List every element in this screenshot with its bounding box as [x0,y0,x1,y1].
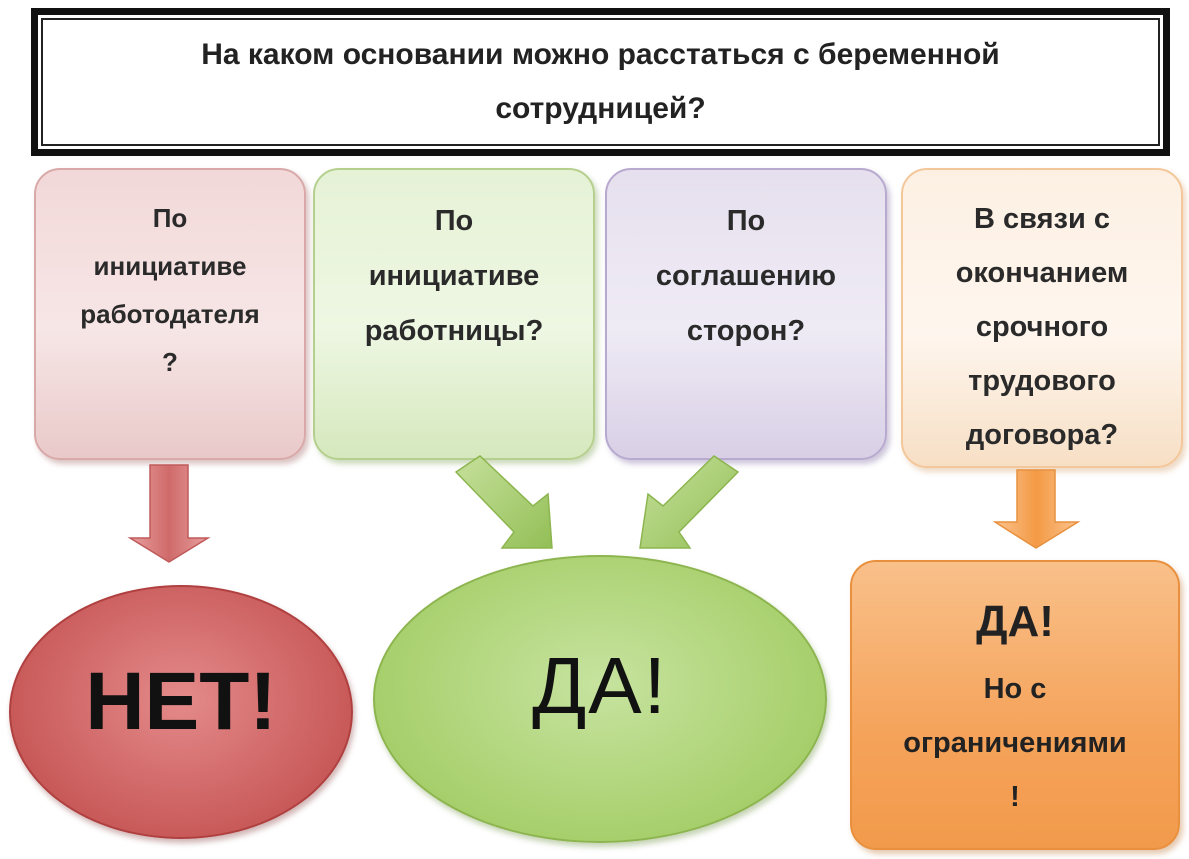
box-fixed-term-contract: В связи с окончанием срочного трудового … [901,168,1183,468]
box-fixed-term-contract-text: В связи с окончанием срочного трудового … [955,203,1129,451]
arrow-employee-to-yes [454,455,553,549]
box-employer-initiative-text: По инициативе работодателя ? [80,203,260,377]
box-mutual-agreement-text: По соглашению сторон? [655,205,837,347]
result-yes-text: ДА! [532,641,668,730]
box-employer-initiative: По инициативе работодателя ? [34,168,306,460]
arrow-to-no [127,464,211,563]
result-no-text: НЕТ! [85,656,277,747]
result-yes-limited-title: ДА! [976,597,1054,646]
arrow-agreement-to-yes [639,455,740,549]
box-employee-initiative-text: По инициативе работницы? [364,205,544,347]
result-yes-limited-box: ДА! Но с ограничениями ! [850,560,1180,850]
title-inner-border: На каком основании можно расстаться с бе… [41,18,1160,146]
result-yes-oval: ДА! [373,555,827,843]
title-frame: На каком основании можно расстаться с бе… [31,8,1170,156]
diagram-title: На каком основании можно расстаться с бе… [201,38,1000,125]
result-yes-limited-note: Но с ограничениями ! [903,673,1127,813]
box-employee-initiative: По инициативе работницы? [313,168,595,460]
arrow-to-limited [992,469,1081,549]
box-mutual-agreement: По соглашению сторон? [605,168,887,460]
result-no-oval: НЕТ! [9,585,353,839]
